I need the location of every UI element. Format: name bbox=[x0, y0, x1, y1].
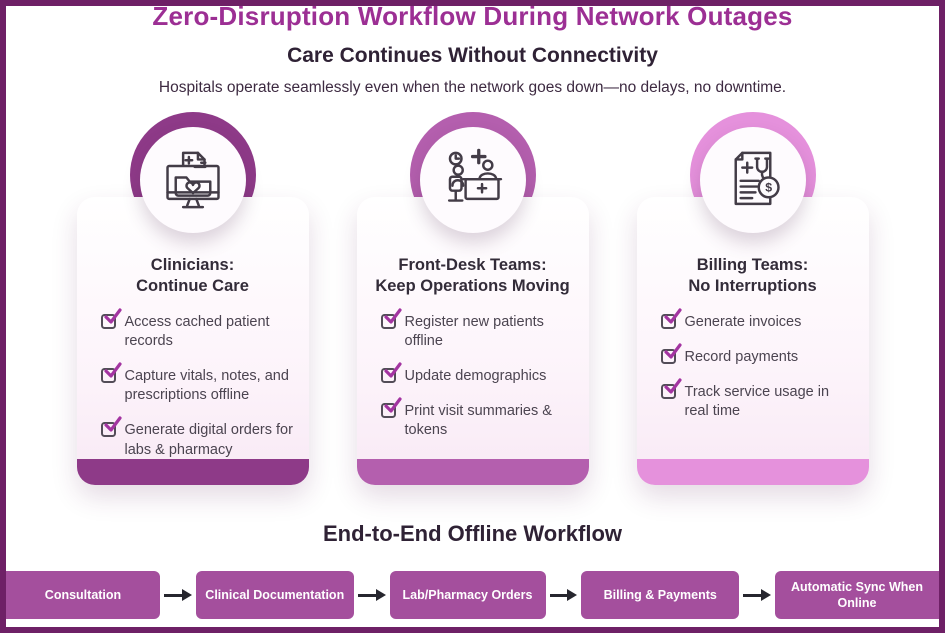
reception-desk-icon bbox=[447, 148, 502, 202]
card-badge-circle: $ bbox=[699, 127, 806, 233]
checked-checkbox-icon bbox=[100, 416, 122, 438]
workflow-step-consultation: Consultation bbox=[6, 571, 160, 619]
tagline: Hospitals operate seamlessly even when t… bbox=[158, 79, 787, 96]
checked-checkbox-icon bbox=[100, 362, 122, 384]
card-billing: Billing Teams: No Interruptions Generate… bbox=[636, 112, 869, 485]
list-item-text: Access cached patient records bbox=[124, 313, 270, 349]
list-item-text: Record payments bbox=[684, 349, 799, 365]
monitor-health-records-icon bbox=[165, 151, 220, 209]
card-footer-bar bbox=[76, 459, 309, 485]
card-body: Billing Teams: No Interruptions Generate… bbox=[636, 197, 869, 485]
list-item-text: Register new patients offline bbox=[404, 313, 544, 349]
checked-checkbox-icon bbox=[660, 378, 682, 400]
card-item-list: Generate invoices Record payments Track … bbox=[637, 308, 869, 422]
list-item: Update demographics bbox=[380, 362, 577, 386]
list-item: Access cached patient records bbox=[100, 308, 297, 351]
card-title: Front-Desk Teams: Keep Operations Moving bbox=[375, 256, 570, 296]
checked-checkbox-icon bbox=[380, 308, 402, 329]
checked-checkbox-icon bbox=[100, 308, 122, 329]
list-item-text: Generate invoices bbox=[684, 313, 802, 330]
card-title: Billing Teams: No Interruptions bbox=[688, 256, 817, 296]
workflow-steps-row: Consultation Clinical Documentation Lab/… bbox=[6, 571, 939, 619]
list-item: Generate invoices bbox=[660, 308, 857, 332]
list-item-text: Capture vitals, notes, and prescriptions… bbox=[124, 368, 289, 404]
list-item: Print visit summaries & tokens bbox=[380, 397, 577, 440]
card-item-list: Access cached patient records Capture vi… bbox=[77, 308, 309, 460]
workflow-step-automatic-sync: Automatic Sync When Online bbox=[775, 571, 939, 619]
card-item-list: Register new patients offline Update dem… bbox=[357, 308, 589, 441]
workflow-step-clinical-documentation: Clinical Documentation bbox=[195, 571, 354, 619]
cards-row: Clinicians: Continue Care Access cached … bbox=[6, 112, 939, 485]
medical-invoice-icon: $ bbox=[734, 151, 780, 206]
list-item: Register new patients offline bbox=[380, 308, 577, 351]
card-badge-circle bbox=[139, 127, 246, 233]
subtitle: Care Continues Without Connectivity bbox=[287, 44, 658, 67]
svg-text:$: $ bbox=[765, 181, 772, 195]
card-title: Clinicians: Continue Care bbox=[136, 256, 249, 296]
list-item: Track service usage in real time bbox=[660, 378, 857, 421]
card-badge-circle bbox=[419, 127, 526, 233]
card-clinicians: Clinicians: Continue Care Access cached … bbox=[76, 112, 309, 485]
checked-checkbox-icon bbox=[380, 397, 402, 419]
card-front-desk: Front-Desk Teams: Keep Operations Moving… bbox=[356, 112, 589, 485]
card-footer-bar bbox=[636, 459, 869, 485]
workflow-heading: End-to-End Offline Workflow bbox=[323, 521, 622, 546]
checked-checkbox-icon bbox=[380, 362, 402, 384]
list-item: Record payments bbox=[660, 343, 857, 367]
arrow-right-icon bbox=[739, 589, 775, 601]
arrow-right-icon bbox=[546, 589, 582, 601]
checked-checkbox-icon bbox=[660, 308, 682, 329]
list-item: Capture vitals, notes, and prescriptions… bbox=[100, 362, 297, 405]
page-title: Zero-Disruption Workflow During Network … bbox=[152, 1, 793, 31]
list-item-text: Update demographics bbox=[404, 368, 547, 385]
arrow-right-icon bbox=[354, 589, 390, 601]
card-body: Clinicians: Continue Care Access cached … bbox=[76, 197, 309, 485]
checked-checkbox-icon bbox=[660, 343, 682, 364]
arrow-right-icon bbox=[160, 589, 196, 601]
list-item: Generate digital orders for labs & pharm… bbox=[100, 416, 297, 459]
list-item-text: Generate digital orders for labs & pharm… bbox=[124, 422, 293, 458]
workflow-step-lab-pharmacy-orders: Lab/Pharmacy Orders bbox=[389, 571, 546, 619]
card-footer-bar bbox=[356, 459, 589, 485]
list-item-text: Track service usage in real time bbox=[684, 384, 830, 420]
workflow-step-billing-payments: Billing & Payments bbox=[581, 571, 740, 619]
list-item-text: Print visit summaries & tokens bbox=[404, 403, 552, 439]
card-body: Front-Desk Teams: Keep Operations Moving… bbox=[356, 197, 589, 485]
